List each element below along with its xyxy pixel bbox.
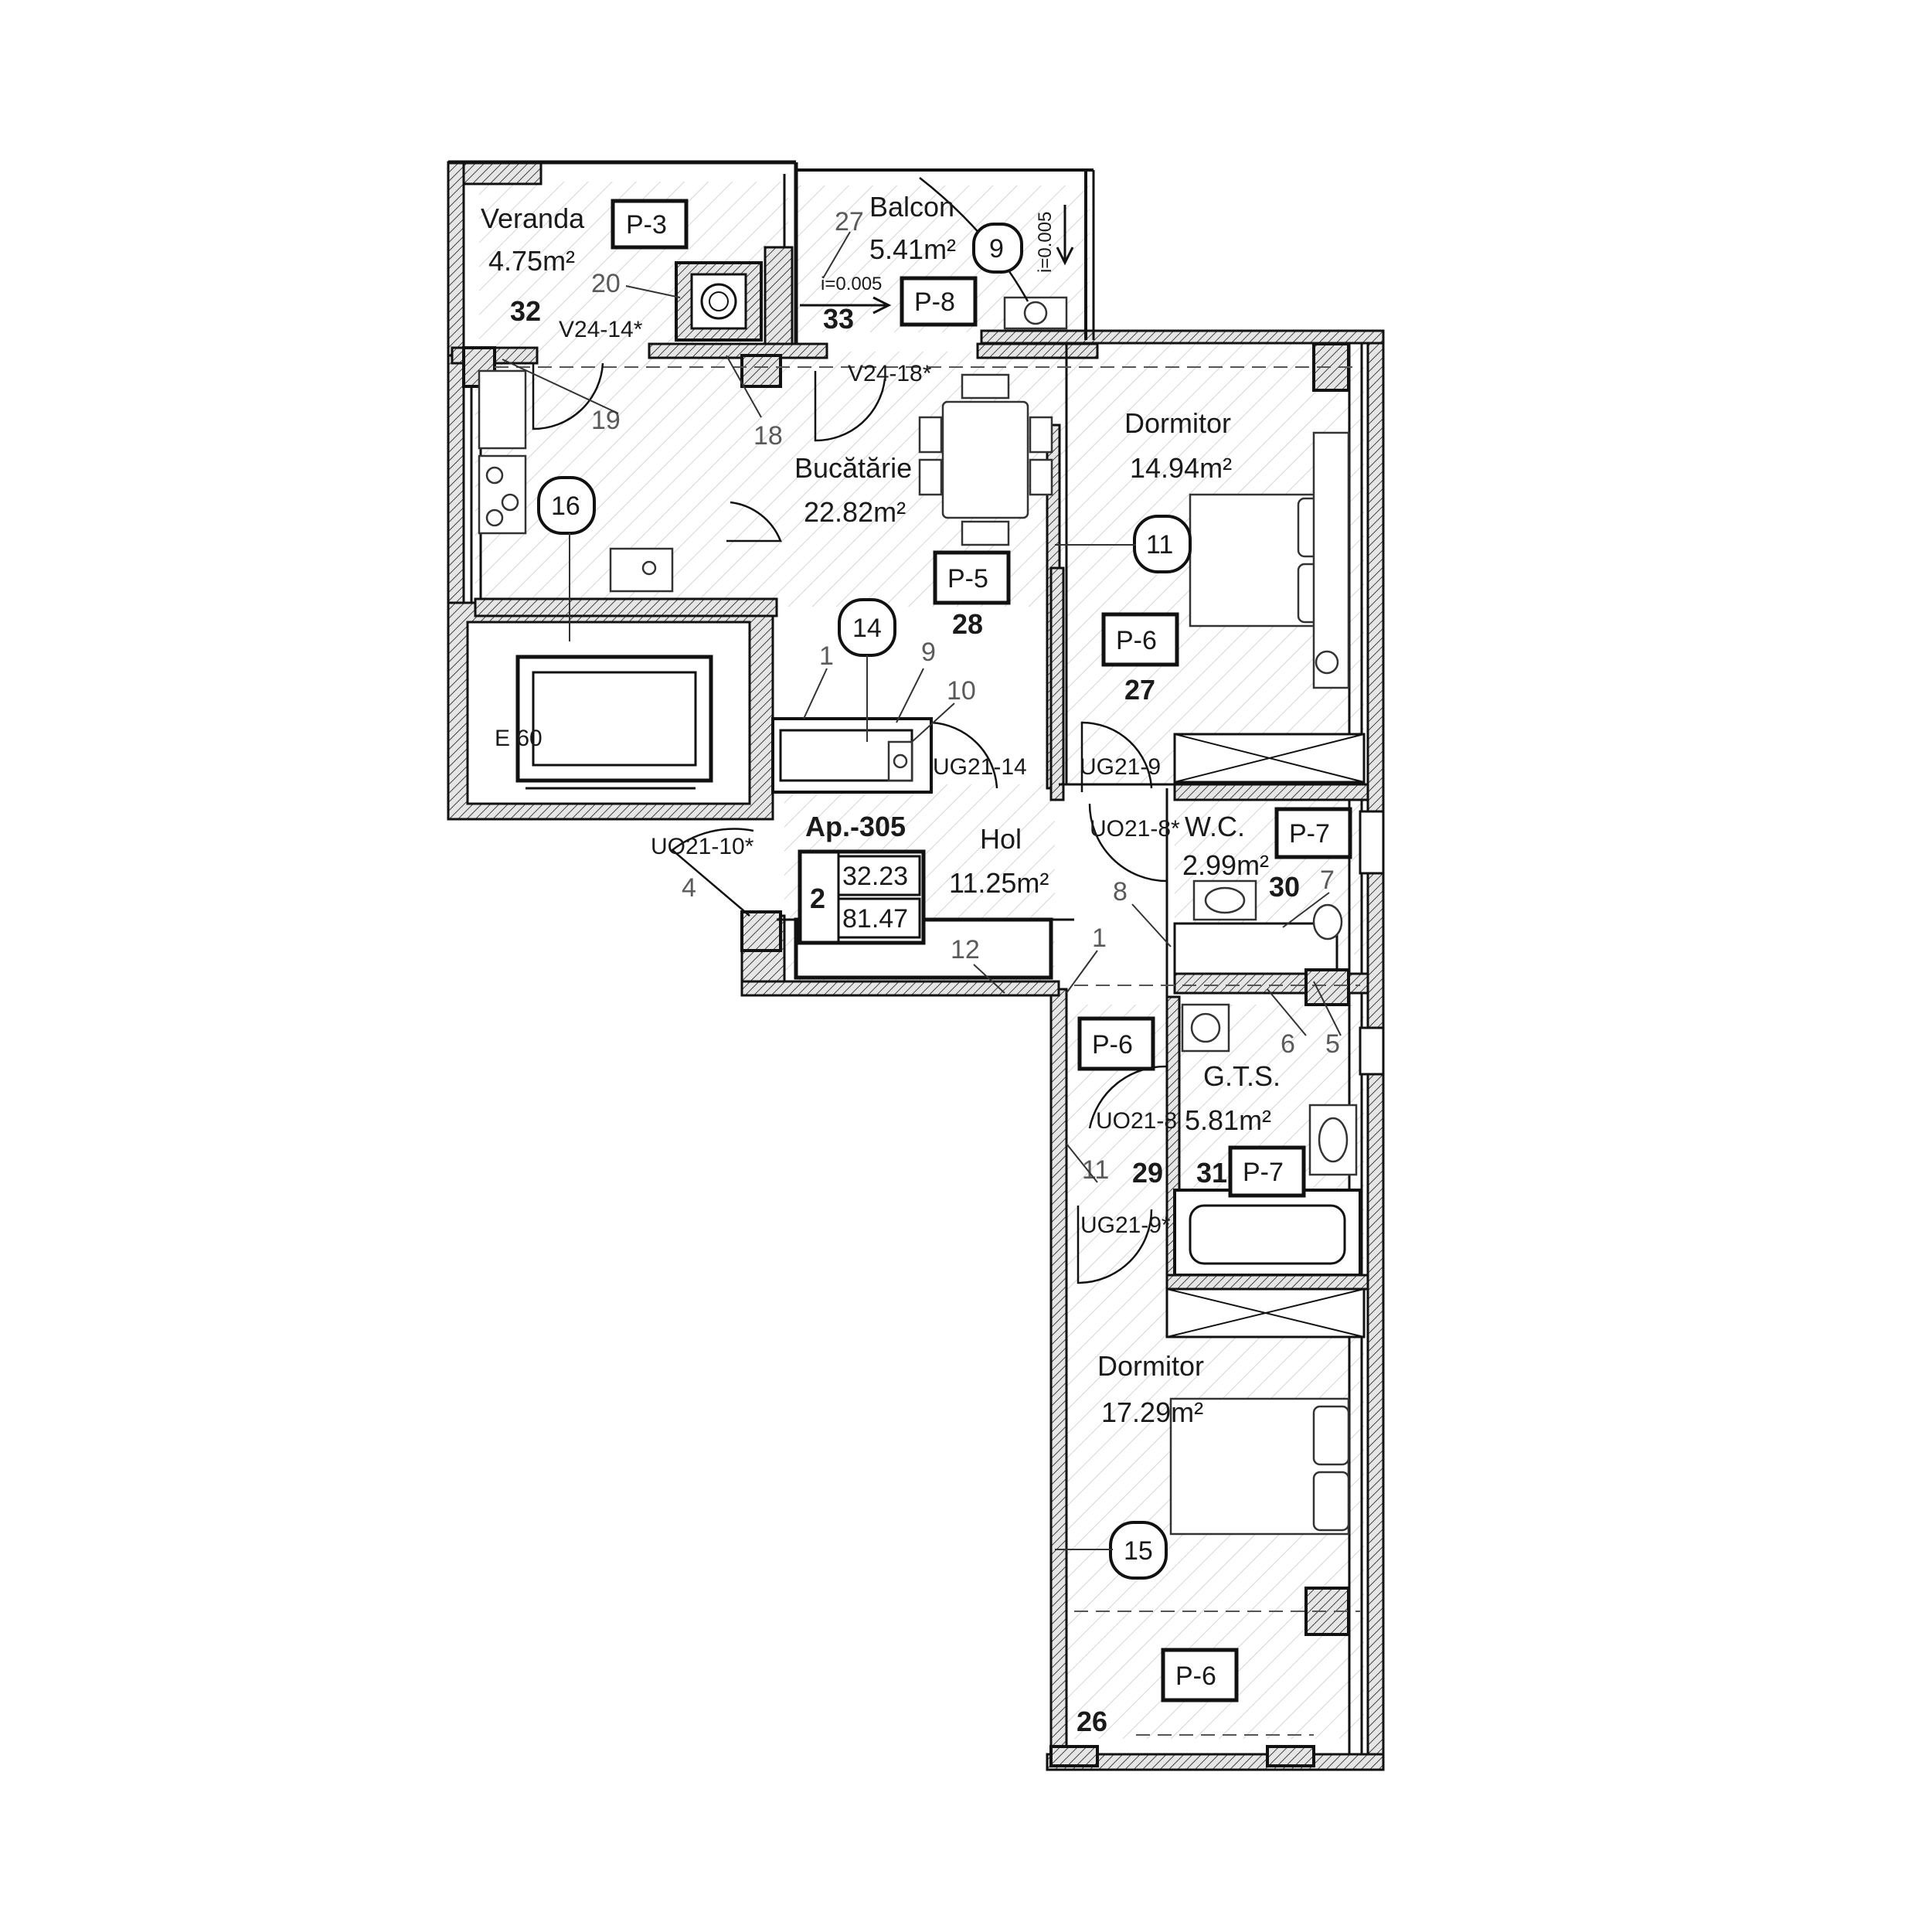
room-area-hall: 11.25m²: [949, 867, 1049, 899]
element-number-29: 29: [1132, 1157, 1163, 1189]
element-number-31: 31: [1196, 1157, 1227, 1189]
circle-tag-11: 11: [1146, 530, 1173, 560]
panel-tag-p6-c: P-6: [1175, 1662, 1216, 1691]
element-number-30: 30: [1269, 871, 1300, 903]
panel-tag-p3: P-3: [626, 210, 667, 240]
room-name-bedroom1: Dormitor: [1124, 407, 1231, 439]
partitions: [495, 344, 1360, 1736]
callout-5: 5: [1325, 1029, 1340, 1059]
room-name-veranda: Veranda: [481, 202, 585, 234]
callout-8: 8: [1113, 877, 1128, 906]
room-name-bedroom2: Dormitor: [1097, 1350, 1204, 1382]
element-number-32: 32: [510, 295, 541, 327]
door-code-ug21-9: UG21-9: [1080, 754, 1161, 780]
slope-note-balcony: i=0.005: [821, 274, 882, 294]
circle-tag-15: 15: [1124, 1536, 1153, 1566]
panel-tag-p6-b: P-6: [1092, 1030, 1133, 1060]
door-code-uo21-8-star: UO21-8*: [1090, 816, 1180, 842]
circle-tag-9: 9: [989, 234, 1004, 264]
room-area-wc: 2.99m²: [1182, 849, 1269, 881]
leader-lines: [502, 231, 1342, 1550]
callout-27: 27: [835, 207, 864, 236]
apartment-info: Ap.-305 2 32.23 81.47: [798, 811, 926, 945]
panel-tag-p8: P-8: [914, 287, 955, 317]
slope-notes: i=0.005 i=0.005: [800, 205, 1074, 315]
room-area-bedroom2: 17.29m²: [1101, 1396, 1203, 1428]
callout-10: 10: [947, 676, 976, 706]
room-area-kitchen: 22.82m²: [804, 496, 906, 528]
door-code-uo21-10: UO21-10*: [651, 834, 754, 859]
panel-tag-p7-a: P-7: [1289, 819, 1330, 849]
room-name-wc: W.C.: [1185, 811, 1245, 842]
circle-tag-14: 14: [852, 614, 882, 643]
room-area-balcon: 5.41m²: [869, 233, 956, 265]
panel-tag-p7-b: P-7: [1243, 1158, 1284, 1187]
apartment-label: Ap.-305: [805, 811, 906, 842]
room-area-veranda: 4.75m²: [488, 245, 575, 277]
callout-19: 19: [591, 406, 621, 435]
slope-note-vertical: i=0.005: [1035, 212, 1056, 273]
furniture: [478, 296, 1358, 1536]
element-number-26: 26: [1077, 1706, 1107, 1737]
room-labels: Veranda 4.75m² Balcon 5.41m² Bucătărie 2…: [481, 191, 1281, 1428]
panel-tag-p5: P-5: [947, 564, 988, 594]
element-number-33: 33: [823, 303, 854, 335]
callout-1-b: 1: [1092, 923, 1107, 953]
callout-7: 7: [1320, 866, 1335, 895]
callout-12: 12: [951, 935, 980, 964]
door-code-v24-18: V24-18*: [848, 361, 932, 386]
callout-9: 9: [921, 638, 936, 667]
room-area-bedroom1: 14.94m²: [1130, 452, 1232, 484]
room-name-hall: Hol: [980, 823, 1022, 855]
apartment-area-1: 32.23: [842, 862, 908, 891]
door-codes: V24-14* V24-18* UG21-14 UG21-9 UO21-8* U…: [495, 317, 1180, 1238]
room-name-bath: G.T.S.: [1203, 1060, 1281, 1092]
circle-tag-16: 16: [551, 492, 580, 521]
callout-6: 6: [1281, 1029, 1295, 1059]
callout-20: 20: [591, 269, 621, 298]
door-code-e60: E 60: [495, 726, 543, 751]
apartment-rooms: 2: [810, 883, 825, 914]
apartment-area-2: 81.47: [842, 904, 908, 934]
callout-18: 18: [753, 421, 783, 451]
element-number-28: 28: [952, 608, 983, 640]
element-numbers: 32 33 28 27 30 29 31 26: [510, 295, 1300, 1737]
panel-tags: P-3 P-8 P-5 P-6 P-6 P-6 P-7 P-7: [611, 199, 1352, 1702]
panel-tag-p6-a: P-6: [1116, 626, 1157, 655]
door-code-uo21-8: UO21-8: [1096, 1108, 1177, 1134]
callout-4: 4: [682, 873, 696, 903]
room-area-bath: 5.81m²: [1185, 1104, 1271, 1136]
room-name-kitchen: Bucătărie: [794, 452, 912, 484]
room-name-balcon: Balcon: [869, 191, 954, 223]
walls: [447, 160, 1385, 1771]
callout-1-a: 1: [819, 641, 834, 671]
door-code-ug21-14: UG21-14: [933, 754, 1027, 780]
element-number-27: 27: [1124, 674, 1155, 706]
circle-tag-labels: 9 11 14 15 16: [551, 234, 1173, 1566]
door-code-ug21-9-star: UG21-9*: [1080, 1213, 1171, 1238]
door-code-v24-14: V24-14*: [559, 317, 643, 342]
